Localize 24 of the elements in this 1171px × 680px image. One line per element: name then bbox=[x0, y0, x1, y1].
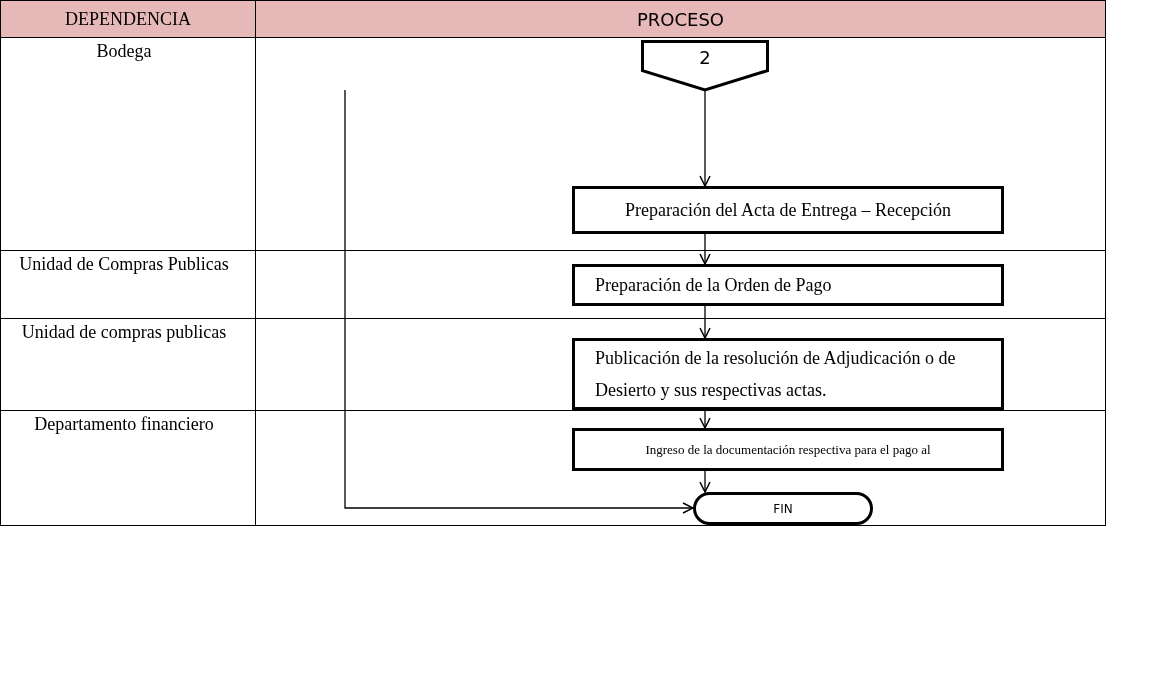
department-label: Bodega bbox=[95, 41, 153, 62]
terminator bbox=[693, 492, 873, 525]
arrow bbox=[699, 90, 711, 187]
process-box bbox=[572, 338, 1004, 410]
column-header: DEPENDENCIA bbox=[0, 0, 256, 38]
department-label: Unidad de compras publicas bbox=[20, 322, 228, 343]
process-label: 2 bbox=[699, 47, 711, 68]
arrow bbox=[699, 409, 711, 429]
process-label: Ingreso de la documentación respectiva para el pago al bbox=[645, 441, 931, 458]
arrow bbox=[699, 233, 711, 265]
process-box bbox=[572, 186, 1004, 234]
department-label: Departamento financiero bbox=[33, 414, 215, 435]
department-label: Unidad de Compras Publicas bbox=[18, 254, 230, 275]
process-label: Preparación de la Orden de Pago bbox=[595, 274, 832, 296]
process-box bbox=[572, 264, 1004, 306]
arrow bbox=[699, 470, 711, 493]
process-label: Publicación de la resolución de Adjudicación o de Desierto y sus respectivas actas. bbox=[595, 347, 957, 402]
process-box bbox=[572, 428, 1004, 471]
arrow bbox=[699, 305, 711, 339]
process-label: Preparación del Acta de Entrega – Recepción bbox=[625, 199, 951, 221]
arrow bbox=[344, 89, 694, 514]
column-header: PROCESO bbox=[255, 0, 1106, 38]
process-label: FIN bbox=[773, 501, 793, 516]
off-page-connector bbox=[641, 40, 769, 91]
